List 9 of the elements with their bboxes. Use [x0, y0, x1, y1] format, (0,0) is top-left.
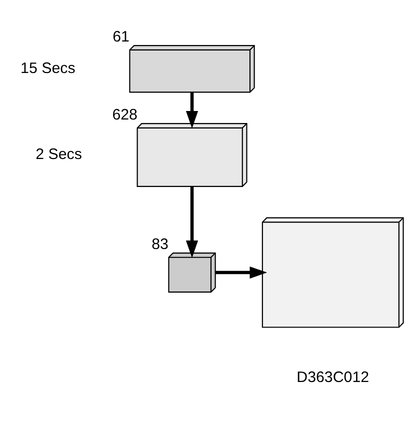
node-label: 61: [112, 28, 130, 45]
node-label: 628: [112, 106, 138, 123]
label: 15 Secs: [20, 59, 76, 76]
arrow: [186, 92, 198, 128]
label: 2 Secs: [36, 146, 82, 163]
arrow: [215, 266, 268, 278]
label: D363C012: [296, 368, 370, 386]
arrow: [186, 186, 198, 258]
node-label: 83: [152, 235, 168, 252]
